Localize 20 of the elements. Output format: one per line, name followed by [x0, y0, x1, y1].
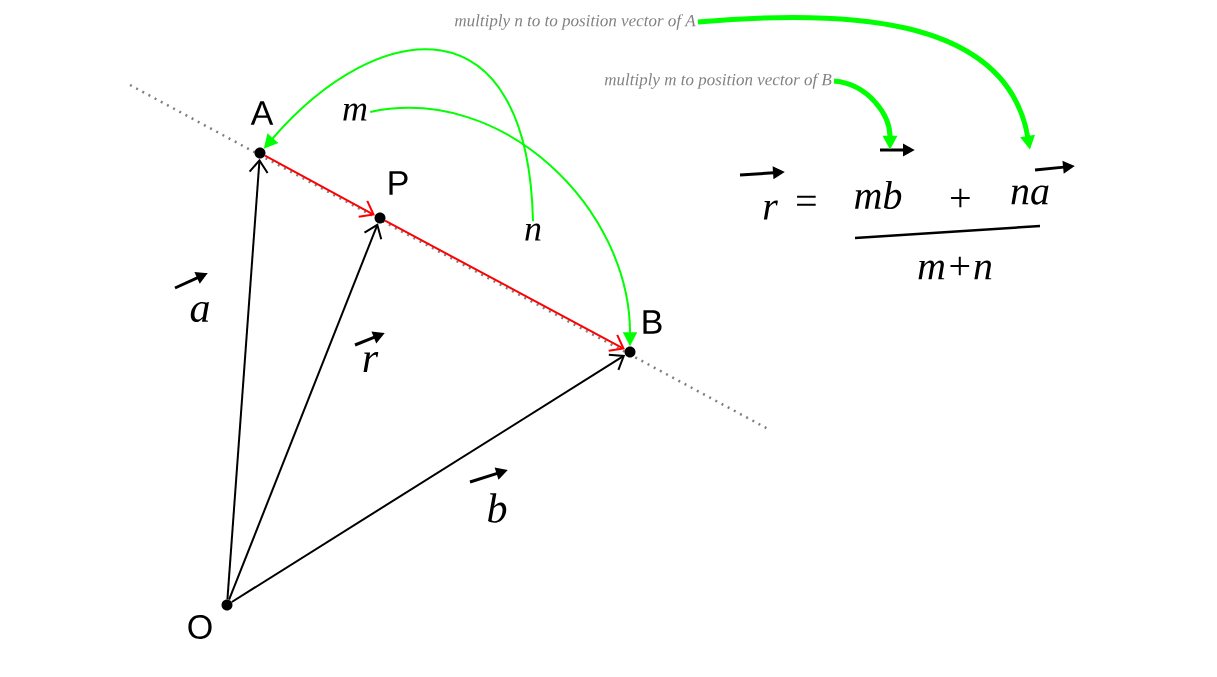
formula-term: na [1011, 185, 1049, 205]
point-label: A [250, 101, 274, 125]
note-text: multiply m to position vector of B [604, 73, 832, 89]
formula-term: + [951, 188, 970, 208]
point-label: P [389, 171, 408, 195]
ratio-label: n [525, 223, 541, 241]
formula-term: m+n [918, 256, 992, 280]
arrow [264, 154, 375, 218]
formula-term: mb [855, 180, 902, 210]
arrow [230, 353, 626, 603]
formula-term: r [763, 200, 778, 220]
arrow [228, 223, 383, 601]
point-label: B [643, 310, 662, 334]
formula-term: = [797, 195, 816, 206]
ratio-label: m [343, 103, 367, 121]
point-label: O [188, 614, 212, 640]
vector-label: a [174, 272, 209, 323]
arrow [384, 219, 625, 352]
note-text: multiply n to to position vector of A [455, 14, 696, 30]
arrow [226, 158, 269, 601]
